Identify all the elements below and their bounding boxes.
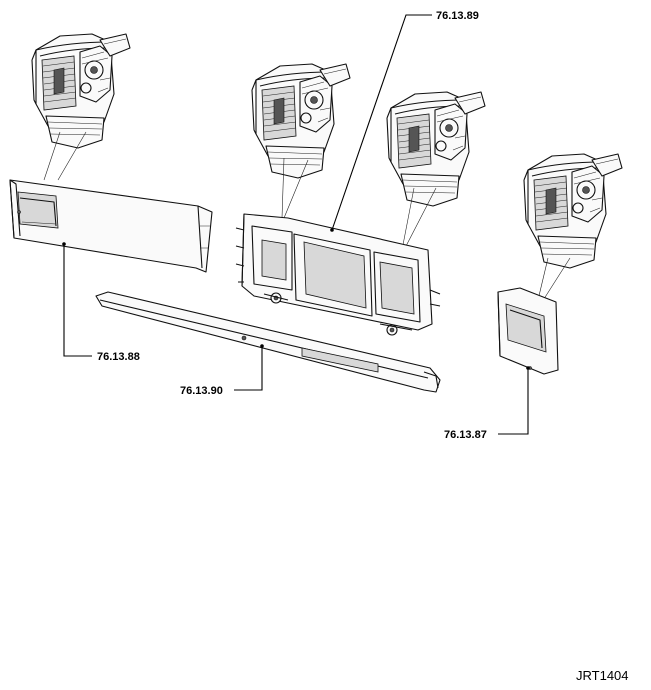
- label-76-13-88: 76.13.88: [97, 351, 140, 363]
- reference-code: JRT1404: [576, 668, 629, 683]
- callout-76-13-90: 76.13.90: [180, 344, 264, 397]
- assembly-guide-lines: [43, 131, 571, 303]
- air-vent-assembly-center-left: [251, 63, 351, 179]
- air-vent-assembly-far-right: [523, 153, 623, 269]
- air-vent-assembly-far-left: [31, 33, 131, 149]
- label-76-13-87: 76.13.87: [444, 429, 487, 441]
- callout-76-13-87: 76.13.87: [444, 366, 530, 441]
- air-vent-assembly-center-right: [386, 91, 486, 207]
- left-fascia-panel: [9, 179, 213, 273]
- right-fascia-panel: [497, 287, 559, 375]
- label-76-13-89: 76.13.89: [436, 10, 479, 22]
- centre-surround-panel: [235, 213, 441, 336]
- callout-76-13-89: 76.13.89: [330, 10, 479, 232]
- lower-trim-strip: [95, 291, 441, 393]
- callout-76-13-88: 76.13.88: [62, 242, 140, 363]
- label-76-13-90: 76.13.90: [180, 385, 223, 397]
